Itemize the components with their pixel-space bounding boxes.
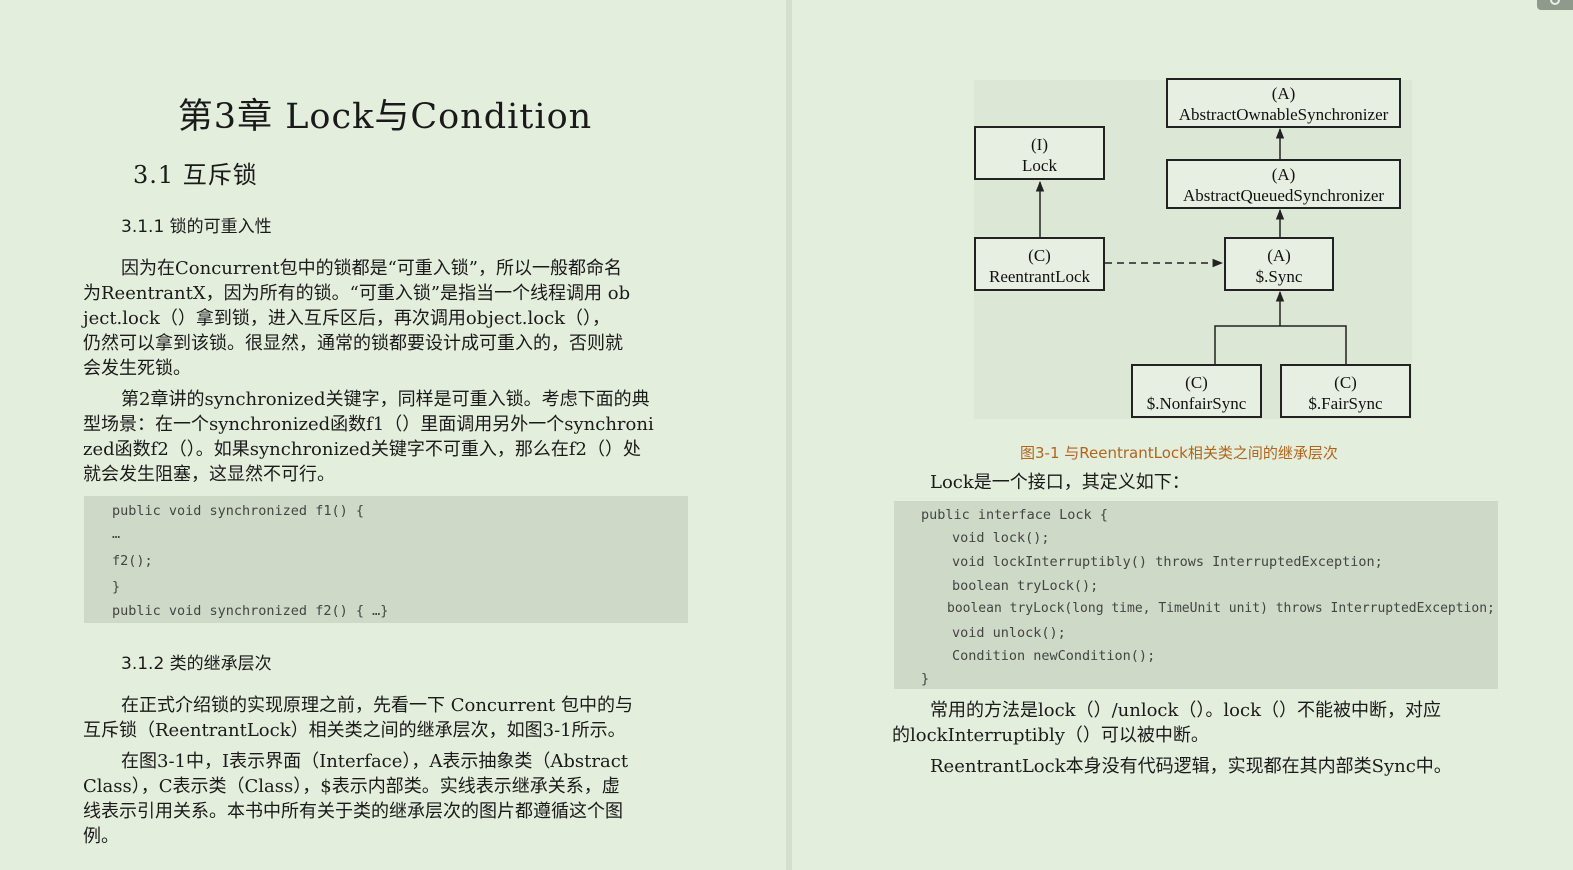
text-line: 第2章讲的synchronized关键字，同样是可重入锁。考虑下面的典 [121, 389, 650, 410]
code-line: } [921, 671, 930, 687]
code-line: public void synchronized f2() { …} [112, 603, 389, 619]
code-block: public interface Lock { void lock(); voi… [894, 501, 1498, 689]
node-name: Lock [1022, 156, 1057, 175]
node-tag: (A) [1271, 165, 1296, 184]
text-line: zed函数f2（）。如果synchronized关键字不可重入，那么在f2（）处 [83, 439, 642, 460]
text-line: ject.lock（）拿到锁，进入互斥区后，再次调用object.lock（）， [83, 308, 611, 329]
node-nonfair-sync: (C) $.NonfairSync [1131, 364, 1262, 418]
section-title: 3.1 互斥锁 [133, 161, 258, 189]
text-line: 因为在Concurrent包中的锁都是“可重入锁”，所以一般都命名 [121, 258, 622, 279]
code-line: Condition newCondition(); [952, 648, 1156, 664]
text-line: 仍然可以拿到该锁。很显然，通常的锁都要设计成可重入的，否则就 [83, 333, 623, 354]
text-line: 在图3-1中，I表示界面（Interface），A表示抽象类（Abstract [121, 751, 629, 772]
inheritance-diagram: (A) AbstractOwnableSynchronizer (I) Lock… [974, 78, 1412, 419]
node-tag: (A) [1267, 246, 1291, 265]
node-name: $.NonfairSync [1146, 394, 1247, 413]
text-line: 互斥锁（ReentrantLock）相关类之间的继承层次，如图3-1所示。 [83, 720, 626, 741]
node-lock: (I) Lock [974, 126, 1105, 180]
node-name: $.Sync [1255, 267, 1303, 286]
text-line: 常用的方法是lock（）/unlock（）。lock（）不能被中断，对应 [930, 700, 1441, 721]
text-line: 线表示引用关系。本书中所有关于类的继承层次的图片都遵循这个图 [83, 801, 623, 822]
node-tag: (A) [1271, 84, 1296, 103]
text-line: Class），C表示类（Class），$表示内部类。实线表示继承关系，虚 [83, 776, 620, 797]
subsection-title: 3.1.2 类的继承层次 [121, 654, 272, 674]
text-line: 为ReentrantX，因为所有的锁。“可重入锁”是指当一个线程调用 ob [83, 283, 631, 304]
code-line: public interface Lock { [921, 507, 1108, 523]
node-tag: (C) [1028, 246, 1051, 265]
node-name: AbstractQueuedSynchronizer [1182, 186, 1385, 205]
node-sync: (A) $.Sync [1224, 237, 1334, 291]
text-line: 型场景：在一个synchronized函数f1（）里面调用另外一个synchro… [83, 414, 654, 435]
node-tag: (C) [1334, 373, 1357, 392]
diagram-connectors [1035, 127, 1347, 364]
node-tag: (C) [1185, 373, 1208, 392]
text-line: 的lockInterruptibly（）可以被中断。 [892, 725, 1209, 746]
code-line: … [112, 526, 121, 542]
node-abstract-ownable-synchronizer: (A) AbstractOwnableSynchronizer [1166, 78, 1401, 128]
node-name: $.FairSync [1308, 394, 1383, 413]
code-line: public void synchronized f1() { [112, 503, 364, 519]
code-block: public void synchronized f1() { … f2(); … [84, 496, 688, 623]
text-line: 就会发生阻塞，这显然不可行。 [83, 464, 335, 485]
code-line: void lockInterruptibly() throws Interrup… [952, 554, 1383, 570]
paragraph-lock-interface: Lock是一个接口，其定义如下： [930, 472, 1190, 493]
page-divider [786, 0, 792, 870]
code-line: boolean tryLock(long time, TimeUnit unit… [947, 601, 1495, 616]
right-page: (A) AbstractOwnableSynchronizer (I) Lock… [792, 0, 1573, 870]
chapter-title: 第3章 Lock与Condition [177, 97, 593, 137]
code-line: void lock(); [952, 530, 1050, 546]
node-name: ReentrantLock [988, 267, 1090, 286]
figure-caption: 图3-1 与ReentrantLock相关类之间的继承层次 [1020, 444, 1338, 462]
code-line: f2(); [112, 553, 153, 569]
code-line: void unlock(); [952, 625, 1066, 641]
left-page: 第3章 Lock与Condition 3.1 互斥锁 3.1.1 锁的可重入性 … [0, 0, 786, 870]
node-reentrant-lock: (C) ReentrantLock [974, 237, 1105, 291]
node-abstract-queued-synchronizer: (A) AbstractQueuedSynchronizer [1166, 159, 1401, 209]
code-line: } [112, 579, 121, 595]
refresh-icon[interactable] [1537, 0, 1573, 10]
node-fair-sync: (C) $.FairSync [1280, 364, 1411, 418]
text-line: 例。 [83, 826, 119, 847]
text-line: 会发生死锁。 [83, 358, 191, 379]
subsection-title: 3.1.1 锁的可重入性 [121, 217, 272, 237]
node-name: AbstractOwnableSynchronizer [1178, 105, 1389, 124]
paragraph-reentrant-sync: ReentrantLock本身没有代码逻辑，实现都在其内部类Sync中。 [930, 756, 1452, 777]
node-tag: (I) [1031, 135, 1048, 154]
text-line: 在正式介绍锁的实现原理之前，先看一下 Concurrent 包中的与 [121, 695, 634, 716]
edge-subclasses-branch [1214, 325, 1347, 364]
code-line: boolean tryLock(); [952, 578, 1099, 594]
